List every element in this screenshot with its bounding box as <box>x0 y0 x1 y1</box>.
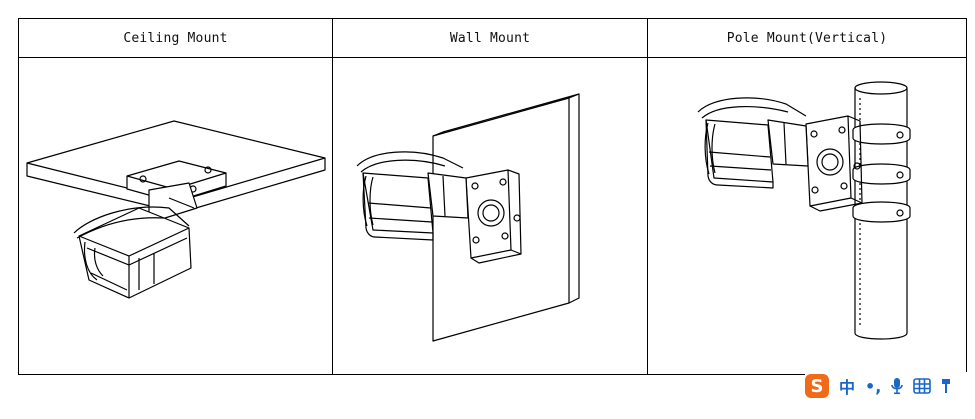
header-pole-mount: Pole Mount(Vertical) <box>647 18 967 58</box>
cell-wall-mount <box>332 57 648 375</box>
keyboard-icon[interactable] <box>913 378 932 394</box>
wall-mount-illustration <box>356 93 580 342</box>
cell-pole-mount <box>647 57 967 375</box>
microphone-icon[interactable] <box>891 377 904 395</box>
language-toggle[interactable]: 中 <box>839 378 856 397</box>
ceiling-mount-illustration <box>26 120 326 299</box>
ime-toolbar[interactable]: S 中 •, <box>805 372 975 400</box>
header-wall-mount: Wall Mount <box>332 18 648 58</box>
punctuation-icon[interactable]: •, <box>865 376 882 396</box>
toolbar-more-icon[interactable] <box>941 378 951 394</box>
header-ceiling-mount: Ceiling Mount <box>18 18 333 58</box>
mount-types-table: Ceiling Mount Wall Mount Pole Mount(Vert… <box>18 18 967 375</box>
illustration-row <box>18 57 967 375</box>
cell-ceiling-mount <box>18 57 333 375</box>
header-row: Ceiling Mount Wall Mount Pole Mount(Vert… <box>18 18 967 58</box>
sogou-logo-icon[interactable]: S <box>805 374 829 398</box>
pole-mount-illustration <box>697 81 911 340</box>
